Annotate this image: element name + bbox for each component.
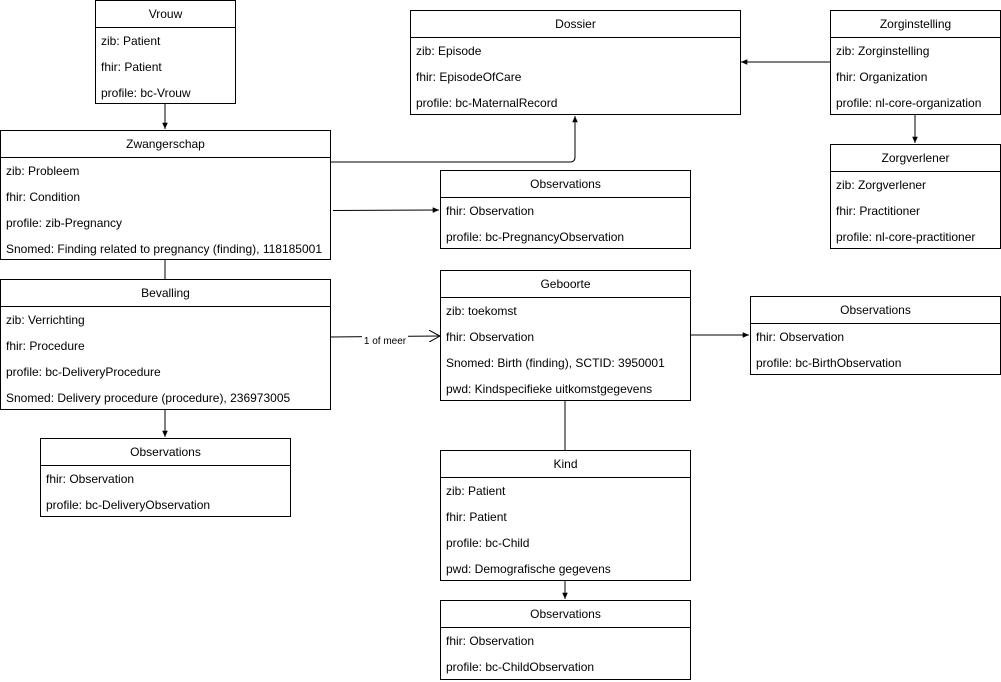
entity-observations-pregnancy[interactable]: Observations fhir: Observation profile: …	[440, 170, 691, 249]
entity-dossier[interactable]: Dossier zib: Episode fhir: EpisodeOfCare…	[410, 10, 741, 115]
entity-attribute: pwd: Demografische gegevens	[446, 562, 611, 576]
entity-zorgverlener[interactable]: Zorgverlener zib: Zorgverlener fhir: Pra…	[830, 144, 1001, 249]
entity-attribute: fhir: Observation	[756, 330, 845, 344]
edge-label-1-of-meer: 1 of meer	[364, 336, 407, 347]
entity-attribute: fhir: Patient	[446, 510, 507, 524]
entity-attribute: profile: bc-PregnancyObservation	[446, 230, 625, 244]
entity-attribute: fhir: Organization	[836, 70, 928, 84]
entity-title: Zorginstelling	[831, 11, 1000, 38]
entity-geboorte[interactable]: Geboorte zib: toekomst fhir: Observation…	[440, 270, 691, 401]
entity-observations-delivery[interactable]: Observations fhir: Observation profile: …	[40, 438, 291, 517]
entity-title: Observations	[41, 439, 290, 466]
entity-attribute: profile: bc-Vrouw	[101, 86, 191, 100]
entity-attribute: fhir: Practitioner	[836, 204, 921, 218]
entity-title: Dossier	[411, 11, 740, 38]
entity-attribute: profile: bc-Child	[446, 536, 530, 550]
entity-attribute: profile: zib-Pregnancy	[6, 216, 123, 230]
entity-title: Geboorte	[441, 271, 690, 298]
entity-observations-child[interactable]: Observations fhir: Observation profile: …	[440, 600, 691, 680]
entity-title: Observations	[441, 171, 690, 198]
entity-title: Zwangerschap	[1, 131, 330, 158]
entity-attribute: zib: Patient	[101, 34, 161, 48]
entity-attribute: profile: bc-DeliveryObservation	[46, 498, 211, 512]
entity-attribute: fhir: Procedure	[6, 339, 85, 353]
entity-attribute: profile: nl-core-practitioner	[836, 230, 976, 244]
entity-attribute: zib: toekomst	[446, 304, 517, 318]
entity-title: Observations	[751, 297, 1000, 324]
entity-attribute: profile: bc-BirthObservation	[756, 356, 902, 370]
entity-attribute: fhir: Condition	[6, 190, 81, 204]
entity-attribute: fhir: Observation	[446, 634, 535, 648]
entity-title: Observations	[441, 601, 690, 628]
entity-attribute: profile: bc-ChildObservation	[446, 660, 595, 674]
edge-label-bg	[362, 333, 408, 346]
entity-attribute: Snomed: Finding related to pregnancy (fi…	[6, 242, 322, 256]
entity-attribute: fhir: Patient	[101, 60, 162, 74]
entity-attribute: Snomed: Delivery procedure (procedure), …	[6, 391, 291, 405]
entity-zwangerschap[interactable]: Zwangerschap zib: Probleem fhir: Conditi…	[0, 130, 331, 260]
entity-attribute: zib: Probleem	[6, 164, 80, 178]
entity-attribute: zib: Episode	[416, 44, 482, 58]
entity-vrouw[interactable]: Vrouw zib: Patient fhir: Patient profile…	[95, 0, 236, 104]
entity-bevalling[interactable]: Bevalling zib: Verrichting fhir: Procedu…	[0, 279, 331, 410]
entity-title: Vrouw	[96, 1, 235, 28]
entity-zorginstelling[interactable]: Zorginstelling zib: Zorginstelling fhir:…	[830, 10, 1001, 115]
entity-title: Bevalling	[1, 280, 330, 307]
entity-attribute: profile: bc-DeliveryProcedure	[6, 365, 161, 379]
entity-attribute: Snomed: Birth (finding), SCTID: 3950001	[446, 356, 665, 370]
edge-zwangerschap-obs-pregnancy	[332, 207, 440, 213]
entity-attribute: fhir: Observation	[446, 204, 535, 218]
entity-attribute: zib: Zorgverlener	[836, 178, 927, 192]
edge-zwangerschap-dossier	[330, 116, 578, 163]
entity-title: Zorgverlener	[831, 145, 1000, 172]
entity-attribute: pwd: Kindspecifieke uitkomstgegevens	[446, 382, 653, 396]
entity-attribute: profile: bc-MaternalRecord	[416, 96, 558, 110]
entity-attribute: zib: Patient	[446, 484, 506, 498]
entity-kind[interactable]: Kind zib: Patient fhir: Patient profile:…	[440, 450, 691, 581]
entity-attribute: fhir: Observation	[46, 472, 135, 486]
entity-attribute: zib: Zorginstelling	[836, 44, 930, 58]
entity-observations-birth[interactable]: Observations fhir: Observation profile: …	[750, 296, 1001, 375]
entity-attribute: zib: Verrichting	[6, 313, 85, 327]
entity-attribute: fhir: Observation	[446, 330, 535, 344]
entity-attribute: profile: nl-core-organization	[836, 96, 982, 110]
entity-title: Kind	[441, 451, 690, 478]
entity-attribute: fhir: EpisodeOfCare	[416, 70, 522, 84]
